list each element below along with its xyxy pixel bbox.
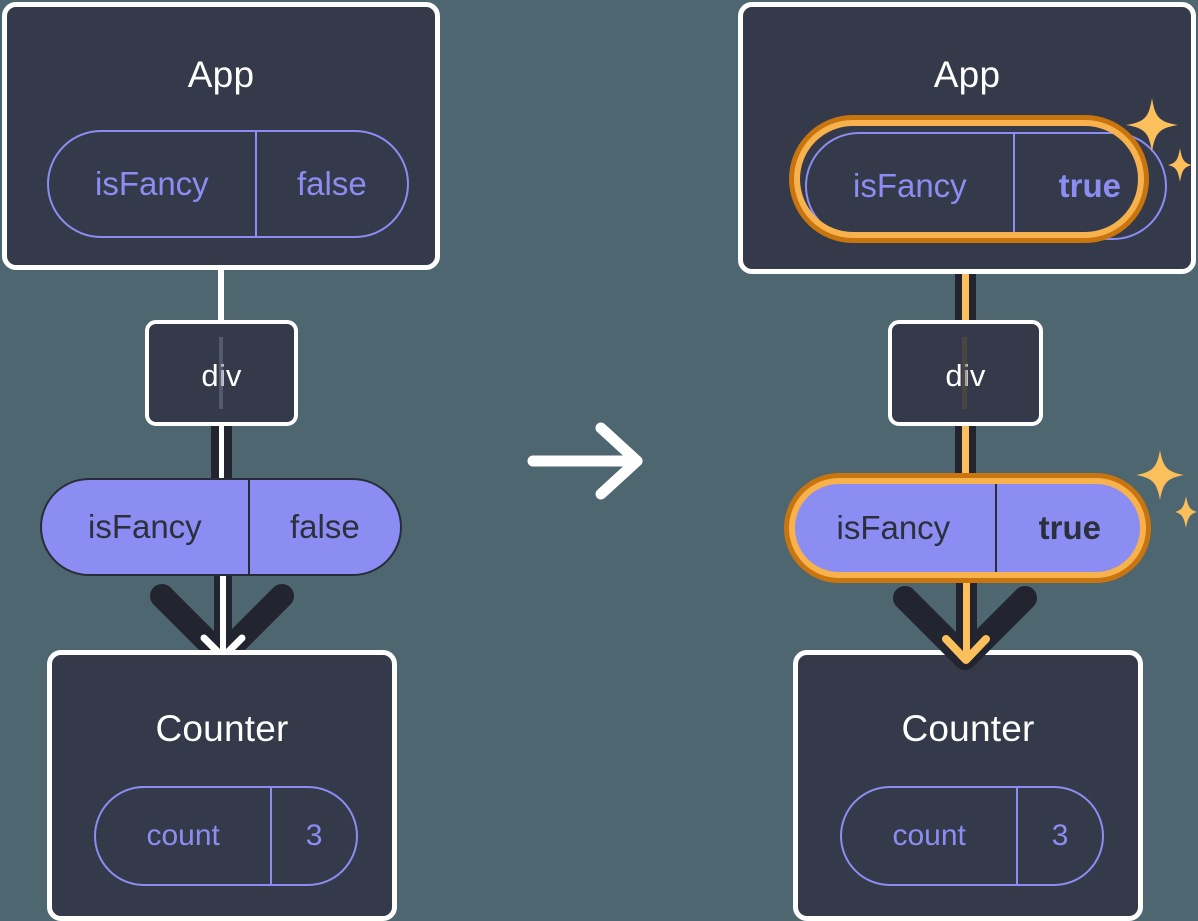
counter-state-pill-name-before: count (146, 819, 220, 852)
arrow-prop-to-counter-after (893, 572, 1037, 670)
prop-pill-before: isFancy false (40, 478, 402, 576)
counter-box-before: Counter count 3 (47, 650, 397, 921)
counter-title-before: Counter (155, 708, 289, 749)
connector-ghost-after (962, 337, 967, 409)
app-title-after: App (933, 54, 1001, 95)
connector-div-to-prop-core-before (219, 424, 224, 486)
counter-box-after: Counter count 3 (793, 650, 1143, 921)
app-state-pill-name-after: isFancy (852, 167, 967, 204)
counter-state-pill-value-after: 3 (1016, 788, 1102, 884)
sparkle-icon-prop-after (1136, 450, 1197, 528)
prop-pill-value-before: false (247, 480, 400, 574)
prop-pill-name-after: isFancy (836, 509, 951, 546)
app-state-pill-value-after: true (1012, 134, 1165, 238)
app-box-after: App isFancy true (738, 2, 1196, 274)
connector-ghost-before (219, 337, 223, 409)
counter-title-after: Counter (901, 708, 1035, 749)
connector-div-to-prop-core-after (962, 424, 969, 486)
app-state-pill-before: isFancy false (47, 130, 409, 238)
counter-state-pill-after: count 3 (840, 786, 1104, 886)
counter-state-pill-name-after: count (892, 819, 966, 852)
transition-arrow-right-icon (527, 422, 643, 500)
prop-pill-value-after: true (994, 483, 1143, 573)
app-box-before: App isFancy false (2, 2, 440, 270)
app-state-pill-after: isFancy true (805, 132, 1167, 240)
sparkle-icon-app-after (1126, 98, 1192, 182)
counter-state-pill-value-before: 3 (270, 788, 356, 884)
app-state-pill-value-before: false (254, 132, 407, 236)
app-title-before: App (187, 54, 255, 95)
prop-pill-after: isFancy true (790, 481, 1145, 575)
connector-app-to-div-before (218, 262, 224, 324)
counter-state-pill-before: count 3 (94, 786, 358, 886)
app-state-pill-name-before: isFancy (94, 165, 209, 202)
prop-pill-name-before: isFancy (87, 508, 202, 545)
